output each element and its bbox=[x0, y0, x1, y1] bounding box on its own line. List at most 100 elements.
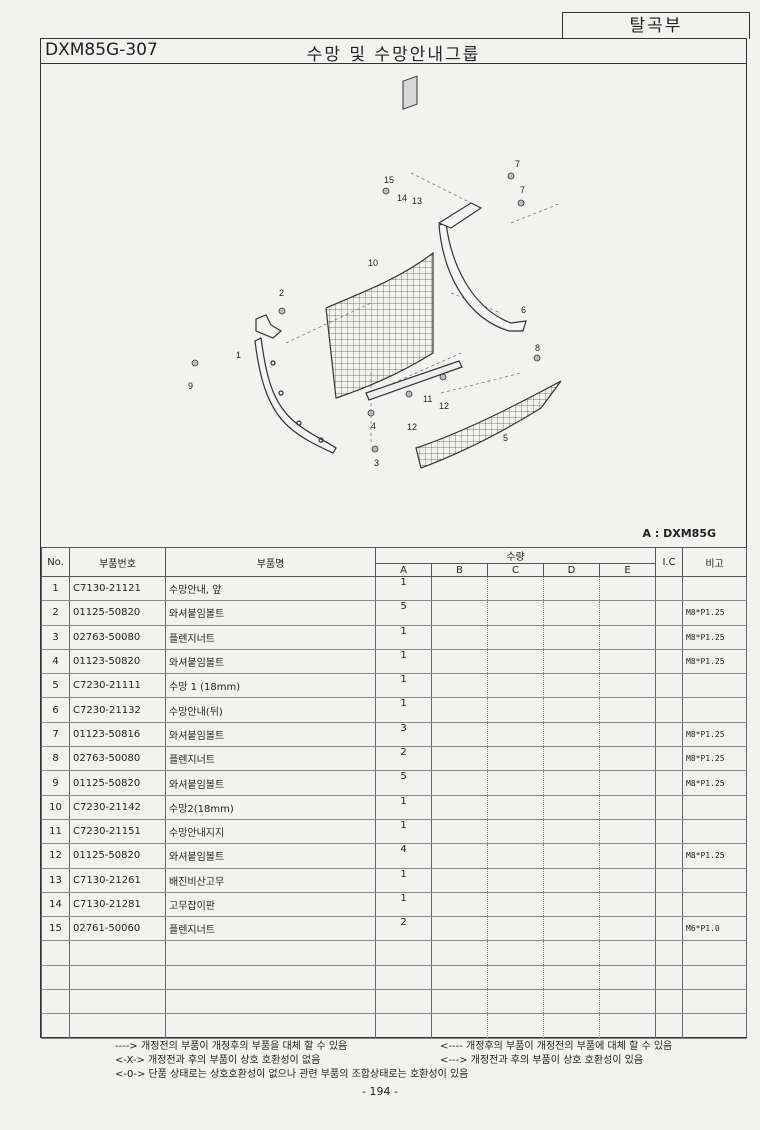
qty-c bbox=[487, 576, 544, 602]
qty-e bbox=[598, 843, 657, 869]
qty-a: 1 bbox=[375, 576, 432, 602]
ic-cell bbox=[655, 746, 684, 772]
remark: M8*P1.25 bbox=[682, 770, 748, 796]
empty-cell bbox=[431, 1013, 488, 1039]
row-number: 8 bbox=[41, 746, 70, 772]
empty-cell bbox=[543, 989, 600, 1015]
row-number: 11 bbox=[41, 819, 70, 845]
qty-e bbox=[598, 746, 657, 772]
svg-text:6: 6 bbox=[521, 305, 526, 315]
col-remarks: 비고 bbox=[682, 547, 748, 577]
part-number: 02761-50060 bbox=[69, 916, 166, 942]
part-name: 플렌지너트 bbox=[165, 746, 376, 772]
qty-a: 5 bbox=[375, 770, 432, 796]
qty-a: 1 bbox=[375, 649, 432, 675]
row-number: 9 bbox=[41, 770, 70, 796]
qty-d bbox=[543, 746, 600, 772]
part-number: C7230-21142 bbox=[69, 795, 166, 820]
qty-a: 1 bbox=[375, 625, 432, 650]
remark bbox=[682, 868, 748, 893]
empty-cell bbox=[655, 989, 684, 1015]
rear-guide-part bbox=[437, 202, 527, 332]
qty-e bbox=[598, 819, 657, 845]
qty-e bbox=[598, 722, 657, 748]
svg-text:7: 7 bbox=[520, 185, 525, 195]
qty-c bbox=[487, 770, 544, 796]
table-row-empty bbox=[41, 965, 748, 991]
svg-text:13: 13 bbox=[412, 196, 422, 206]
qty-c bbox=[487, 722, 544, 748]
qty-c bbox=[487, 746, 544, 772]
col-model-a: A bbox=[375, 563, 432, 577]
remark: M8*P1.25 bbox=[682, 649, 748, 675]
empty-cell bbox=[375, 965, 432, 991]
row-number: 3 bbox=[41, 625, 70, 650]
legend-left: ----> 개정전의 부품이 개정후의 부품을 대체 할 수 있음 <-X-> … bbox=[115, 1040, 468, 1082]
qty-a: 1 bbox=[375, 819, 432, 845]
row-number: 5 bbox=[41, 673, 70, 699]
qty-a: 1 bbox=[375, 795, 432, 820]
empty-cell bbox=[41, 940, 70, 966]
qty-d bbox=[543, 697, 600, 723]
model-label: A : DXM85G bbox=[642, 527, 716, 540]
row-number: 1 bbox=[41, 576, 70, 602]
svg-text:12: 12 bbox=[439, 401, 449, 411]
part-number: C7230-21132 bbox=[69, 697, 166, 723]
svg-text:10: 10 bbox=[368, 258, 378, 268]
part-number: C7130-21281 bbox=[69, 892, 166, 918]
qty-b bbox=[431, 649, 488, 675]
table-row-empty bbox=[41, 989, 748, 1015]
svg-text:8: 8 bbox=[535, 343, 540, 353]
empty-cell bbox=[165, 1013, 376, 1039]
empty-cell bbox=[41, 965, 70, 991]
ic-cell bbox=[655, 649, 684, 675]
part-number: C7130-21261 bbox=[69, 868, 166, 893]
svg-text:15: 15 bbox=[384, 175, 394, 185]
ic-cell bbox=[655, 722, 684, 748]
qty-d bbox=[543, 892, 600, 918]
ic-cell bbox=[655, 819, 684, 845]
svg-text:2: 2 bbox=[279, 288, 284, 298]
empty-cell bbox=[487, 940, 544, 966]
empty-cell bbox=[431, 965, 488, 991]
remark bbox=[682, 819, 748, 845]
qty-b bbox=[431, 770, 488, 796]
svg-text:7: 7 bbox=[515, 159, 520, 169]
part-name: 와셔붙임볼트 bbox=[165, 649, 376, 675]
empty-cell bbox=[598, 965, 657, 991]
table-row-empty bbox=[41, 1013, 748, 1039]
part-number: 01125-50820 bbox=[69, 770, 166, 796]
remark: M8*P1.25 bbox=[682, 625, 748, 650]
qty-e bbox=[598, 795, 657, 820]
ic-cell bbox=[655, 576, 684, 602]
svg-text:11: 11 bbox=[423, 394, 432, 404]
remark: M8*P1.25 bbox=[682, 843, 748, 869]
part-number: 02763-50080 bbox=[69, 746, 166, 772]
col-no: No. bbox=[41, 547, 70, 577]
ic-cell bbox=[655, 868, 684, 893]
qty-b bbox=[431, 843, 488, 869]
qty-b bbox=[431, 868, 488, 893]
svg-text:12: 12 bbox=[407, 422, 417, 432]
svg-text:9: 9 bbox=[188, 381, 193, 391]
qty-a: 1 bbox=[375, 892, 432, 918]
front-guide-part bbox=[254, 314, 337, 454]
screen-lower-part bbox=[415, 380, 562, 469]
qty-d bbox=[543, 649, 600, 675]
remark bbox=[682, 697, 748, 723]
empty-cell bbox=[598, 1013, 657, 1039]
remark: M8*P1.25 bbox=[682, 722, 748, 748]
empty-cell bbox=[165, 989, 376, 1015]
col-model-c: C bbox=[487, 563, 544, 577]
empty-cell bbox=[69, 989, 166, 1015]
qty-a: 2 bbox=[375, 916, 432, 942]
ic-cell bbox=[655, 600, 684, 626]
row-number: 14 bbox=[41, 892, 70, 918]
empty-cell bbox=[431, 940, 488, 966]
col-model-d: D bbox=[543, 563, 600, 577]
qty-a: 2 bbox=[375, 746, 432, 772]
qty-a: 5 bbox=[375, 600, 432, 626]
empty-cell bbox=[375, 940, 432, 966]
